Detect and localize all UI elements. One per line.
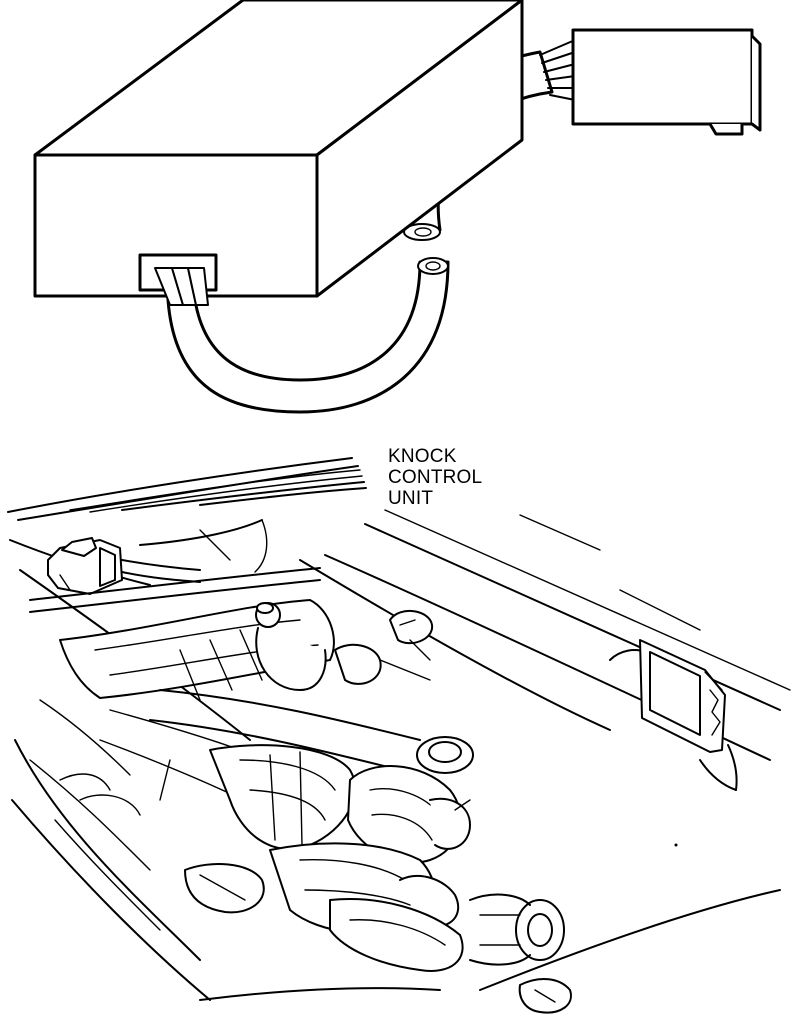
fender-lines: [7, 457, 367, 521]
intake-plenum: [59, 599, 335, 699]
box-side-face: [315, 0, 524, 298]
knock-control-unit-label: KNOCK CONTROL UNIT: [388, 446, 482, 509]
knock-control-unit-installed: [609, 639, 738, 791]
harness-cut-end-lower: [417, 257, 449, 275]
knock-control-module-box: [33, 0, 524, 298]
module-detail: [33, 0, 762, 414]
distributor-assembly: [347, 736, 474, 864]
lower-edges: [199, 843, 781, 1014]
front-components: [59, 773, 464, 972]
harness-cut-end-upper: [403, 223, 441, 241]
module-wire-exit: [138, 253, 218, 306]
callout-line-3: UNIT: [388, 488, 434, 509]
inner-fender: [9, 539, 251, 1001]
vacuum-fittings: [334, 610, 434, 685]
sensor-connector: [47, 537, 201, 595]
upper-rails: [29, 519, 321, 613]
harness-connector: [571, 28, 762, 136]
air-intake-duct: [209, 744, 356, 850]
lower-harness-loop: [166, 260, 450, 414]
pulley-assembly: [469, 893, 565, 966]
connector-wires: [539, 39, 576, 101]
engine-compartment: [7, 457, 791, 1014]
callout-line-2: CONTROL: [388, 467, 483, 488]
callout-line-1: KNOCK: [388, 446, 457, 467]
